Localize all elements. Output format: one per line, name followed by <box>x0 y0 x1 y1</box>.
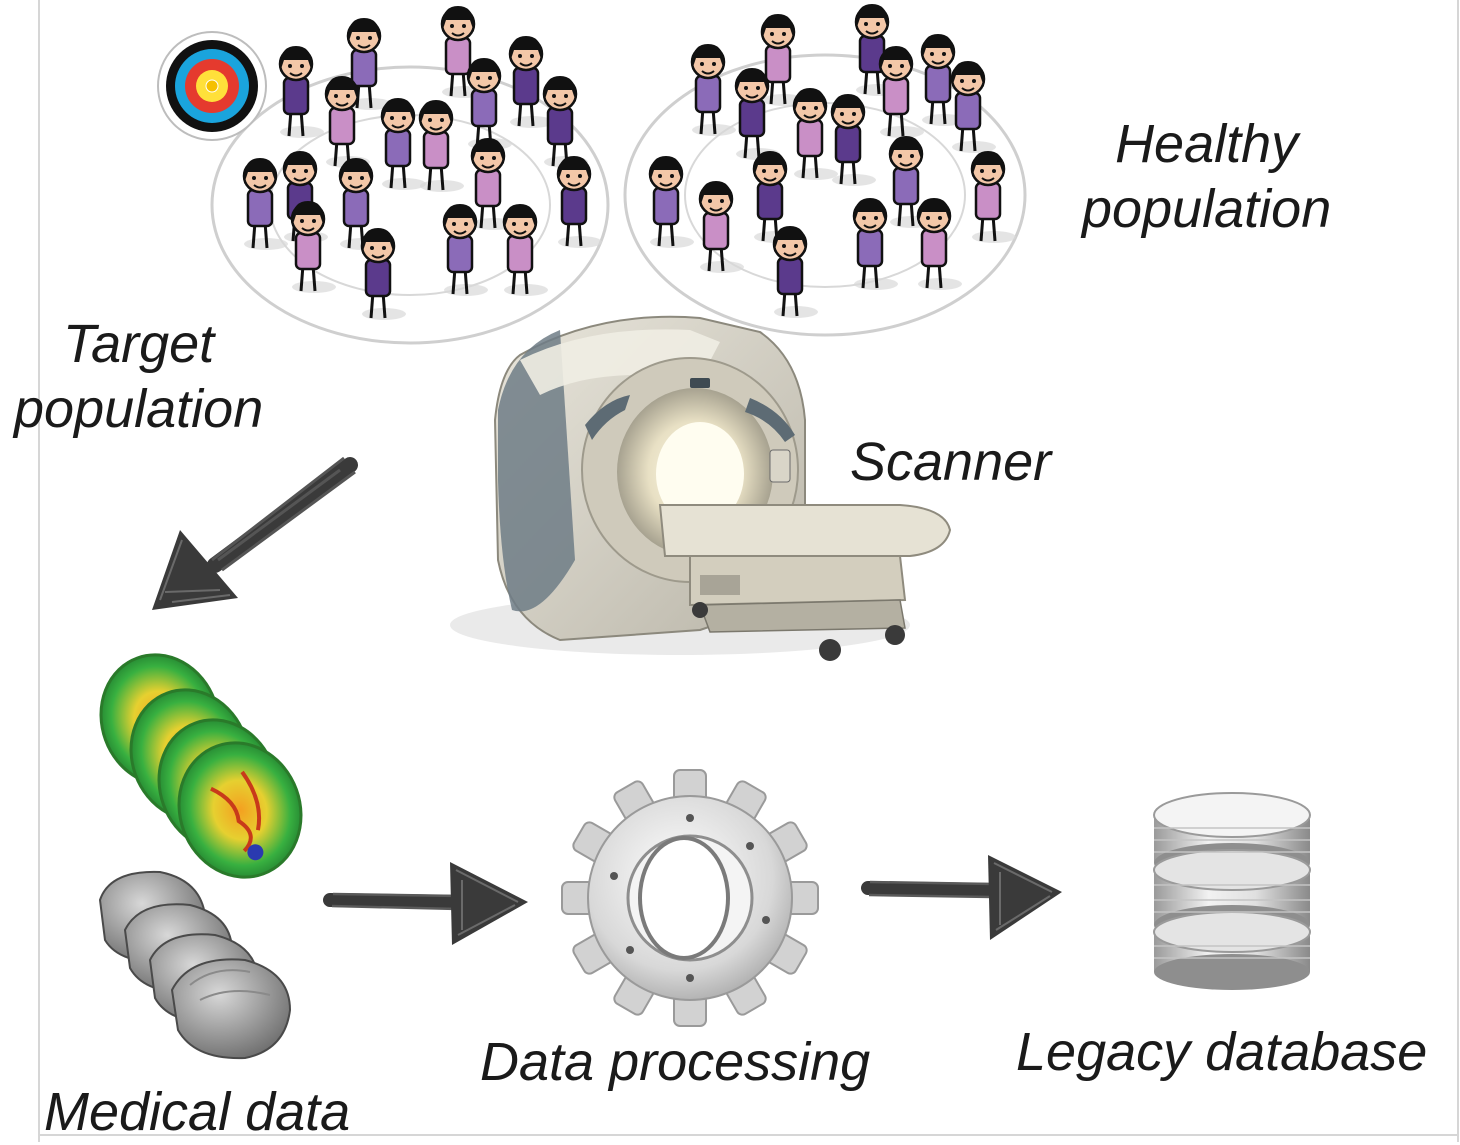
stick-person <box>916 198 962 290</box>
arrow-to-data-processing <box>323 862 528 945</box>
scanner-label: Scanner <box>850 432 1052 492</box>
stick-person <box>360 228 406 320</box>
stick-person <box>792 88 838 180</box>
brain-activation-slices-icon <box>99 653 303 879</box>
data-processing-label: Data processing <box>480 1032 871 1092</box>
gear-icon <box>561 769 819 1027</box>
stick-person <box>542 76 588 168</box>
stick-person <box>346 18 392 110</box>
stick-person <box>508 36 554 128</box>
frame-right-border <box>1457 0 1459 1142</box>
3d-brain-render-icon <box>98 870 292 1060</box>
frame-bottom-border <box>38 1134 1458 1136</box>
stick-people-group-right <box>648 4 1016 318</box>
stick-person <box>502 204 548 296</box>
stick-person <box>830 94 876 186</box>
mri-scanner-icon <box>450 315 952 661</box>
stick-people-group-left <box>242 6 602 320</box>
legacy-database-label: Legacy database <box>1016 1022 1428 1082</box>
medical-data-label: Medical data <box>44 1082 351 1142</box>
stick-person <box>852 198 898 290</box>
stick-person <box>556 156 602 248</box>
stick-person <box>324 76 370 168</box>
target-population-line1: Target <box>63 314 215 374</box>
stick-person <box>466 58 512 150</box>
database-stack-icon <box>1153 792 1311 990</box>
stick-person <box>772 226 818 318</box>
stick-person <box>648 156 694 248</box>
frame-left-border <box>38 0 40 1142</box>
arrow-to-legacy-database <box>861 855 1062 940</box>
stick-person <box>970 151 1016 243</box>
stick-person <box>242 158 288 250</box>
stick-person <box>698 181 744 273</box>
stick-person <box>854 4 900 96</box>
stick-person <box>278 46 324 138</box>
arrow-to-medical-data <box>152 456 358 610</box>
healthy-population-line1: Healthy <box>1115 114 1299 174</box>
stick-person <box>950 61 996 153</box>
archery-target-icon <box>157 31 267 141</box>
healthy-population-label: Healthy population <box>1082 112 1331 242</box>
healthy-population-line2: population <box>1082 178 1332 239</box>
stick-person <box>290 201 336 293</box>
target-population-line2: population <box>14 378 264 439</box>
target-population-label: Target population <box>14 312 263 442</box>
stick-person <box>282 151 328 243</box>
stick-person <box>690 44 736 136</box>
stick-person <box>380 98 426 190</box>
stick-person <box>418 100 464 192</box>
stick-person <box>442 204 488 296</box>
stick-person <box>878 46 924 138</box>
